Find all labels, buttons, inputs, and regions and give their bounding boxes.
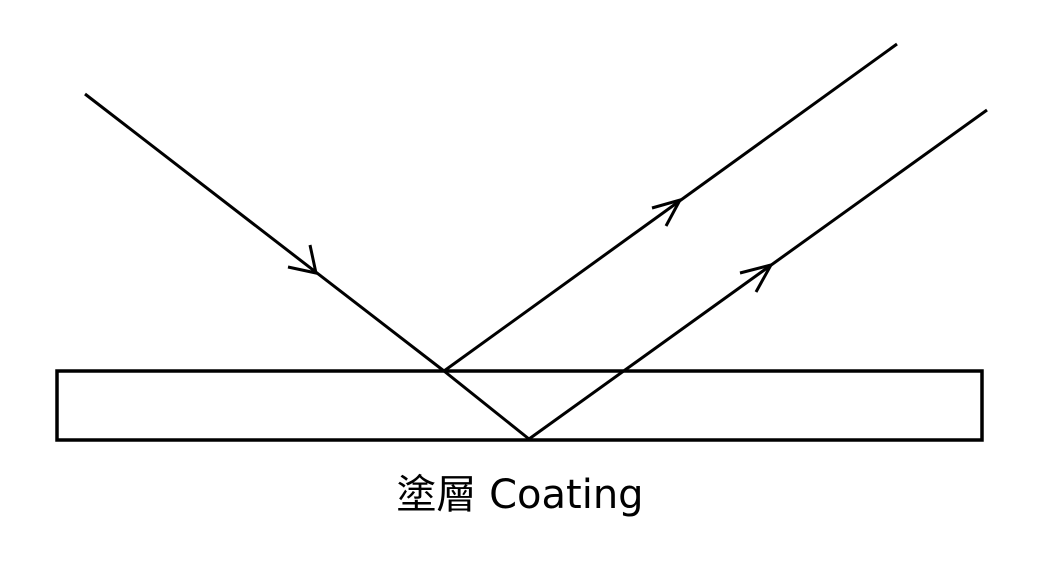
incident-ray-arrowhead [287,244,318,275]
refracted-ray-in-coating [443,369,530,441]
reflected-ray-top-arrowhead [651,197,684,227]
coating-caption: 塗層 Coating [396,472,644,518]
reflected-ray-top-surface [443,42,898,373]
reflected-ray-bottom-arrowhead [739,262,775,293]
reflected-ray-bottom-surface [528,108,988,441]
incident-ray [84,92,445,373]
coating-layer [55,369,984,442]
